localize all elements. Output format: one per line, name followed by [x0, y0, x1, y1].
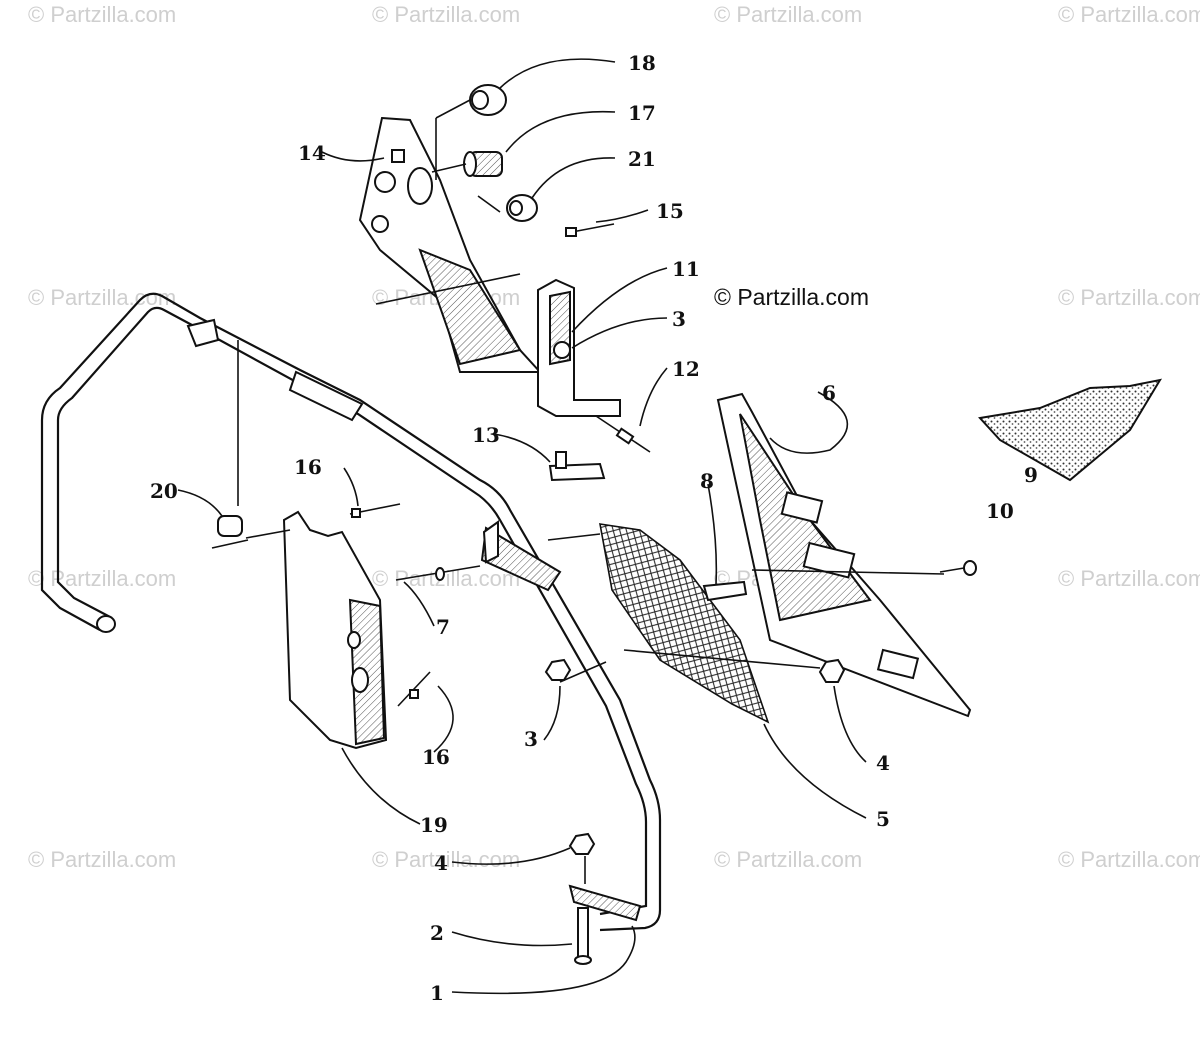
- watermark: © Partzilla.com: [1058, 285, 1200, 310]
- watermark: © Partzilla.com: [28, 2, 177, 27]
- callout-20: 20: [150, 479, 178, 503]
- watermark: © Partzilla.com: [28, 847, 177, 872]
- callout-16-upper: 16: [294, 455, 322, 479]
- callout-19: 19: [420, 813, 448, 837]
- lower-plate-part-19: [282, 510, 388, 750]
- bumper-bar-part-1: [40, 292, 662, 932]
- watermark: © Partzilla.com: [1058, 2, 1200, 27]
- watermark: © Partzilla.com: [714, 2, 863, 27]
- bar-bracket: [480, 526, 562, 592]
- callout-11: 11: [672, 257, 700, 281]
- bolt-part-7: [395, 565, 481, 581]
- callout-17: 17: [628, 101, 656, 125]
- screw-part-10: [939, 560, 977, 576]
- callout-2: 2: [430, 921, 444, 945]
- callout-9: 9: [1024, 463, 1038, 487]
- callout-7: 7: [436, 615, 450, 639]
- callout-5: 5: [876, 807, 890, 831]
- watermark: © Partzilla.com: [714, 847, 863, 872]
- callout-12: 12: [672, 357, 700, 381]
- mesh-screen-part-5: [599, 523, 770, 724]
- watermark: © Partzilla.com: [372, 566, 521, 591]
- nut-part-4b: [568, 832, 596, 855]
- bracket-part-11: [537, 278, 621, 417]
- bar-sleeve: [288, 370, 364, 422]
- callout-14: 14: [298, 141, 326, 165]
- upper-plate-part-14: [358, 116, 543, 373]
- bar-end-cap: [96, 615, 116, 633]
- partzilla-watermark-main: © Partzilla.com: [714, 284, 869, 310]
- nut-part-3: [544, 658, 572, 681]
- callout-4-lower: 4: [434, 851, 448, 875]
- leader-lines: [177, 58, 867, 995]
- callout-21: 21: [628, 147, 656, 171]
- callout-labels: 18 17 21 14 15 11 3 12 6 9 13 8 10 16 20…: [150, 51, 1038, 1005]
- center-lines: [237, 99, 945, 884]
- bolt-part-15: [565, 223, 615, 237]
- bushing-part-21: [506, 194, 538, 222]
- pin-part-12: [595, 415, 651, 453]
- bushing-part-17: [463, 151, 503, 177]
- watermark: © Partzilla.com: [28, 566, 177, 591]
- bar-tab: [186, 318, 220, 348]
- bolt-part-2: [574, 907, 592, 965]
- rivet-part-16b: [397, 671, 431, 707]
- callout-13: 13: [472, 423, 500, 447]
- clip-part-20: [211, 515, 249, 549]
- callout-18: 18: [628, 51, 656, 75]
- cover-part-9: [978, 378, 1163, 482]
- watermark: © Partzilla.com: [372, 2, 521, 27]
- watermark: © Partzilla.com: [1058, 566, 1200, 591]
- watermark: © Partzilla.com: [1058, 847, 1200, 872]
- callout-10: 10: [986, 499, 1014, 523]
- watermark: © Partzilla.com: [372, 847, 521, 872]
- bushing-part-18: [469, 84, 507, 116]
- callout-3-upper: 3: [672, 307, 686, 331]
- watermark: © Partzilla.com: [28, 285, 177, 310]
- callout-8: 8: [700, 469, 714, 493]
- clip-part-8: [702, 580, 748, 602]
- callout-6: 6: [822, 381, 836, 405]
- callout-4-right: 4: [876, 751, 890, 775]
- callout-15: 15: [656, 199, 684, 223]
- mounting-tab: [568, 884, 642, 922]
- clip-part-13: [548, 451, 606, 482]
- rivet-part-16a: [349, 503, 401, 518]
- nut-part-4a: [818, 658, 846, 683]
- side-panel-part-6: [716, 392, 972, 718]
- callout-3-lower: 3: [524, 727, 538, 751]
- callout-1: 1: [430, 981, 444, 1005]
- callout-16-lower: 16: [422, 745, 450, 769]
